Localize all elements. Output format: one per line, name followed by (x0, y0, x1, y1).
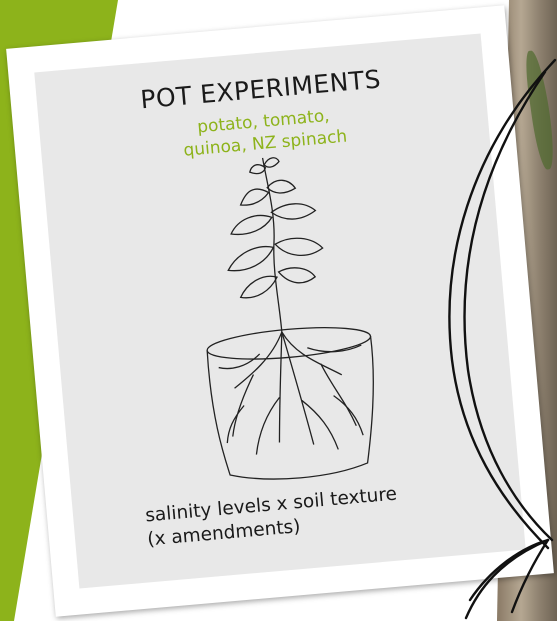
curved-arrow-icon (0, 0, 557, 621)
